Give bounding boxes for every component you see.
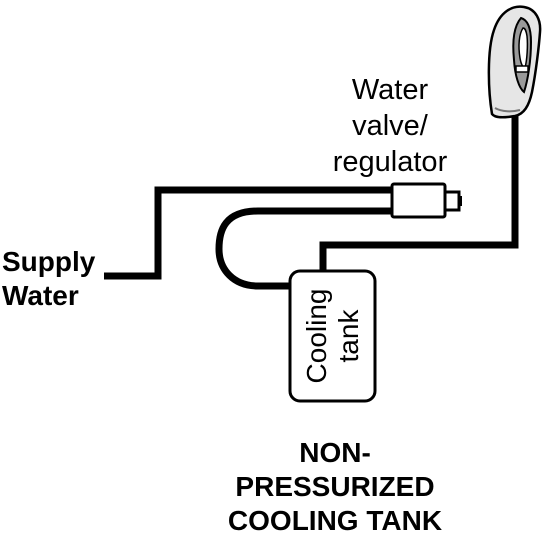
supply-label-line-1: Supply bbox=[2, 246, 96, 277]
valve-cap bbox=[443, 190, 461, 212]
water-valve-regulator bbox=[390, 182, 447, 219]
diagram-caption: NON- PRESSURIZED COOLING TANK bbox=[200, 436, 470, 538]
valve-cap-end bbox=[459, 196, 462, 206]
valve-label-line-3: regulator bbox=[332, 146, 448, 178]
water-valve-label: Water valve/ regulator bbox=[325, 72, 455, 180]
tank-to-fountain-pipe bbox=[319, 113, 519, 271]
valve-label-line-2: valve/ bbox=[352, 110, 428, 142]
valve-to-tank-pipe bbox=[215, 207, 392, 290]
caption-line-2: PRESSURIZED bbox=[235, 471, 435, 502]
tank-label-line-1: Cooling bbox=[301, 288, 332, 384]
valve-label-line-1: Water bbox=[351, 74, 429, 106]
caption-line-1: NON- bbox=[299, 437, 371, 468]
supply-pipe bbox=[104, 186, 392, 280]
caption-line-3: COOLING TANK bbox=[227, 505, 443, 536]
tank-label-line-2: tank bbox=[333, 309, 364, 363]
cooling-tank-label: Cooling tank bbox=[292, 276, 374, 396]
supply-water-label: Supply Water bbox=[2, 245, 95, 313]
cooling-tank bbox=[288, 269, 377, 403]
supply-label-line-2: Water bbox=[2, 280, 79, 311]
fountain-bubbler-icon bbox=[487, 5, 542, 119]
